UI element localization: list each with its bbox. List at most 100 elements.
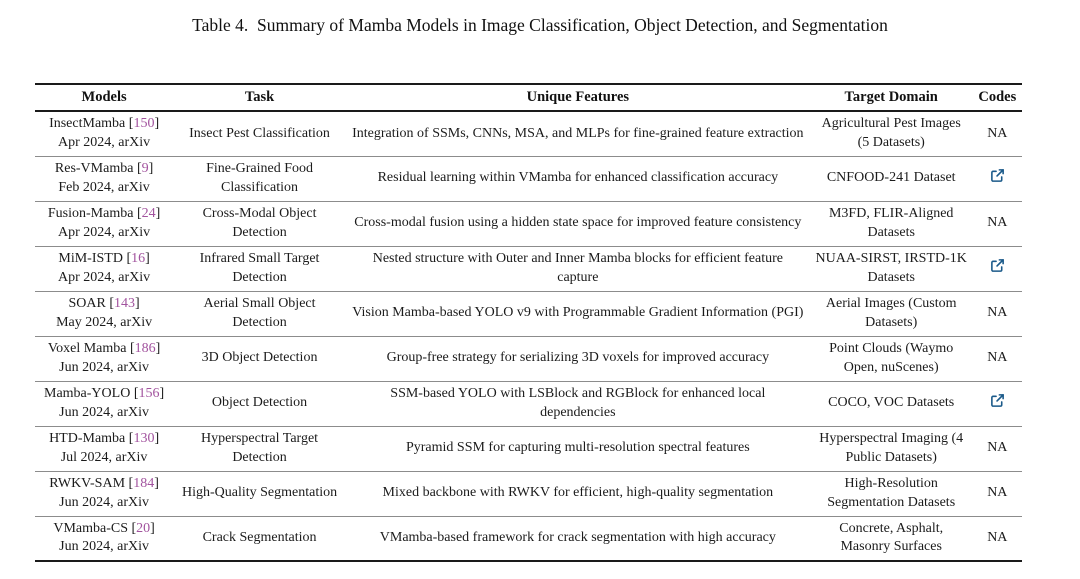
code-cell: NA [972, 290, 1022, 336]
unique-features-cell: Pyramid SSM for capturing multi-resoluti… [345, 425, 810, 471]
citation-link[interactable]: 150 [133, 116, 155, 132]
model-date: Apr 2024, arXiv [58, 134, 151, 150]
citation-bracket-open: [ [130, 386, 139, 402]
model-title: SOAR [143] [40, 295, 168, 313]
model-date: May 2024, arXiv [56, 314, 153, 330]
external-link-icon[interactable] [990, 393, 1005, 408]
unique-features-cell: VMamba-based framework for crack segment… [345, 515, 810, 562]
citation-link[interactable]: 130 [133, 431, 155, 447]
citation-bracket-close: ] [159, 386, 165, 402]
code-na-label: NA [987, 440, 1008, 456]
model-name: Fusion-Mamba [47, 206, 134, 222]
code-cell [972, 380, 1022, 426]
citation-link[interactable]: 9 [141, 161, 149, 177]
target-domain-cell: NUAA-SIRST, IRSTD-1K Datasets [809, 245, 973, 291]
header-unique-features: Unique Features [345, 83, 810, 112]
code-cell: NA [972, 470, 1022, 516]
citation-bracket-open: [ [128, 520, 137, 536]
code-na-label: NA [987, 305, 1008, 321]
citation-link[interactable]: 156 [138, 386, 160, 402]
code-na-label: NA [987, 125, 1008, 141]
task-cell: Hyperspectral Target Detection [173, 425, 346, 471]
model-title: Fusion-Mamba [24] [40, 205, 168, 223]
model-cell: Mamba-YOLO [156]Jun 2024, arXiv [35, 380, 174, 426]
external-link-icon[interactable] [990, 168, 1005, 183]
header-target-domain: Target Domain [809, 83, 973, 112]
citation-bracket-close: ] [135, 296, 140, 312]
citation-bracket-close: ] [154, 431, 160, 447]
code-cell: NA [972, 200, 1022, 246]
task-cell: Crack Segmentation [173, 515, 346, 562]
model-date: Apr 2024, arXiv [58, 224, 151, 240]
model-cell: SOAR [143]May 2024, arXiv [35, 290, 174, 336]
citation-bracket-close: ] [154, 116, 160, 132]
code-na-label: NA [987, 485, 1008, 501]
model-name: Voxel Mamba [47, 341, 127, 357]
model-cell: InsectMamba [150]Apr 2024, arXiv [35, 111, 173, 156]
citation-bracket-open: [ [122, 251, 132, 267]
citation-bracket-close: ] [150, 520, 155, 536]
citation-link[interactable]: 143 [114, 296, 136, 312]
task-cell: 3D Object Detection [173, 335, 346, 381]
citation-bracket-open: [ [126, 341, 135, 357]
citation-bracket-open: [ [125, 476, 134, 492]
target-domain-cell: M3FD, FLIR-Aligned Datasets [809, 200, 973, 246]
model-title: RWKV-SAM [184] [40, 475, 168, 493]
code-cell: NA [972, 515, 1022, 562]
task-cell: Aerial Small Object Detection [173, 290, 346, 336]
table-caption: Table 4. Summary of Mamba Models in Imag… [192, 15, 888, 35]
target-domain-cell: CNFOOD-241 Dataset [809, 155, 973, 201]
citation-link[interactable]: 24 [141, 206, 156, 222]
task-cell: Cross-Modal Object Detection [173, 200, 346, 246]
unique-features-cell: Vision Mamba-based YOLO v9 with Programm… [345, 290, 810, 336]
model-cell: HTD-Mamba [130]Jul 2024, arXiv [35, 425, 174, 471]
model-date: Feb 2024, arXiv [58, 179, 150, 195]
model-title: HTD-Mamba [130] [40, 430, 168, 448]
model-title: VMamba-CS [20] [40, 520, 168, 538]
citation-link[interactable]: 20 [136, 520, 151, 536]
external-link-icon[interactable] [990, 258, 1005, 273]
unique-features-cell: Mixed backbone with RWKV for efficient, … [345, 470, 810, 516]
table-header-row: Models Task Unique Features Target Domai… [35, 83, 1022, 112]
unique-features-cell: Integration of SSMs, CNNs, MSA, and MLPs… [352, 125, 804, 141]
model-date: Apr 2024, arXiv [58, 269, 151, 285]
model-cell: Fusion-Mamba [24]Apr 2024, arXiv [35, 200, 174, 246]
code-na-label: NA [987, 215, 1008, 231]
citation-link[interactable]: 184 [133, 476, 155, 492]
model-title: Voxel Mamba [186] [40, 340, 168, 358]
code-cell [972, 245, 1022, 291]
header-codes: Codes [972, 83, 1022, 112]
model-title: Res-VMamba [9] [40, 160, 168, 178]
citation-bracket-close: ] [145, 251, 150, 267]
unique-features-cell: Nested structure with Outer and Inner Ma… [345, 245, 810, 291]
code-cell [972, 155, 1022, 201]
code-cell: NA [972, 335, 1022, 381]
unique-features-cell: Residual learning within VMamba for enha… [345, 155, 810, 201]
model-date: Jun 2024, arXiv [59, 494, 149, 510]
citation-link[interactable]: 186 [134, 341, 156, 357]
model-title: InsectMamba [150] [40, 115, 168, 133]
code-cell: NA [973, 111, 1022, 156]
header-task: Task [173, 83, 346, 112]
model-name: MiM-ISTD [58, 251, 123, 267]
citation-link[interactable]: 16 [131, 251, 146, 267]
model-cell: VMamba-CS [20]Jun 2024, arXiv [35, 515, 174, 562]
model-date: Jun 2024, arXiv [59, 359, 149, 375]
citation-bracket-close: ] [154, 476, 159, 492]
model-cell: Res-VMamba [9]Feb 2024, arXiv [35, 155, 174, 201]
citation-bracket-close: ] [148, 161, 154, 177]
code-na-label: NA [987, 350, 1008, 366]
header-models: Models [35, 83, 174, 112]
model-name: Mamba-YOLO [44, 386, 131, 402]
target-domain-cell: Hyperspectral Imaging (4 Public Datasets… [809, 425, 973, 471]
model-title: MiM-ISTD [16] [40, 250, 168, 268]
model-title: Mamba-YOLO [156] [40, 385, 168, 403]
